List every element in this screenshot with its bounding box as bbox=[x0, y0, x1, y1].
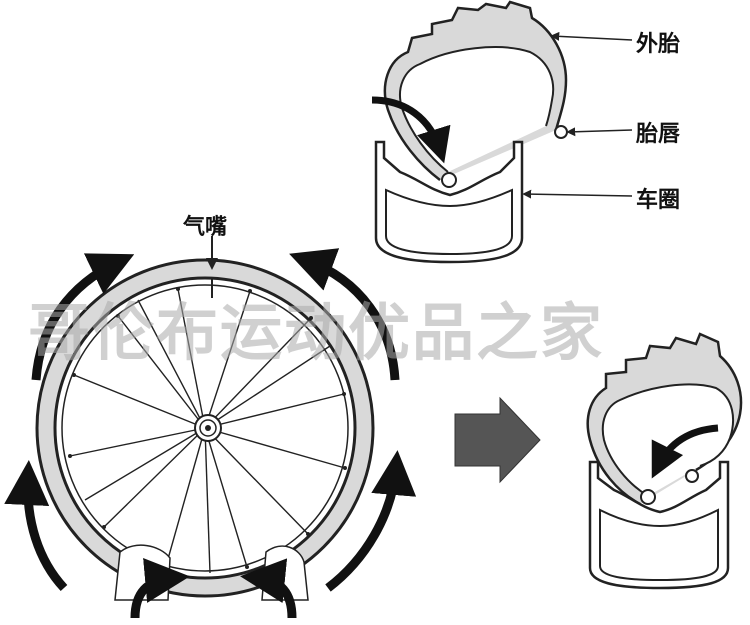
rotation-arrows bbox=[4, 248, 417, 619]
rim-leader bbox=[522, 189, 633, 199]
curved-arrow-bottom bbox=[651, 424, 719, 479]
wheel bbox=[35, 236, 375, 601]
bead-top-left bbox=[441, 172, 457, 188]
cross-section-top bbox=[371, 0, 568, 264]
progress-arrow bbox=[454, 396, 541, 484]
rim-label: 车圈 bbox=[636, 188, 681, 213]
valve-label: 气嘴 bbox=[183, 215, 228, 240]
arrow-upper-left bbox=[31, 253, 135, 381]
hub bbox=[194, 414, 222, 442]
spokes bbox=[69, 288, 346, 574]
leader-lines bbox=[522, 31, 633, 199]
cross-section-bottom bbox=[586, 332, 743, 590]
bead-bottom-right bbox=[685, 469, 699, 483]
bead-label: 胎唇 bbox=[636, 122, 681, 147]
arrow-bottom-left bbox=[130, 558, 190, 619]
tire-leader bbox=[550, 31, 633, 41]
bead-bottom-left bbox=[640, 489, 656, 505]
arrow-lower-left bbox=[4, 460, 68, 592]
rim-inner-ring bbox=[61, 284, 349, 572]
tire-label: 外胎 bbox=[636, 32, 681, 57]
arrow-lower-right bbox=[325, 450, 417, 592]
arrow-bottom-right bbox=[240, 558, 297, 619]
bead-leader bbox=[566, 127, 633, 137]
valve-stem bbox=[206, 236, 218, 298]
curved-arrow-top bbox=[371, 96, 451, 164]
arrow-upper-right bbox=[289, 248, 400, 381]
bead-top-right bbox=[554, 125, 568, 139]
